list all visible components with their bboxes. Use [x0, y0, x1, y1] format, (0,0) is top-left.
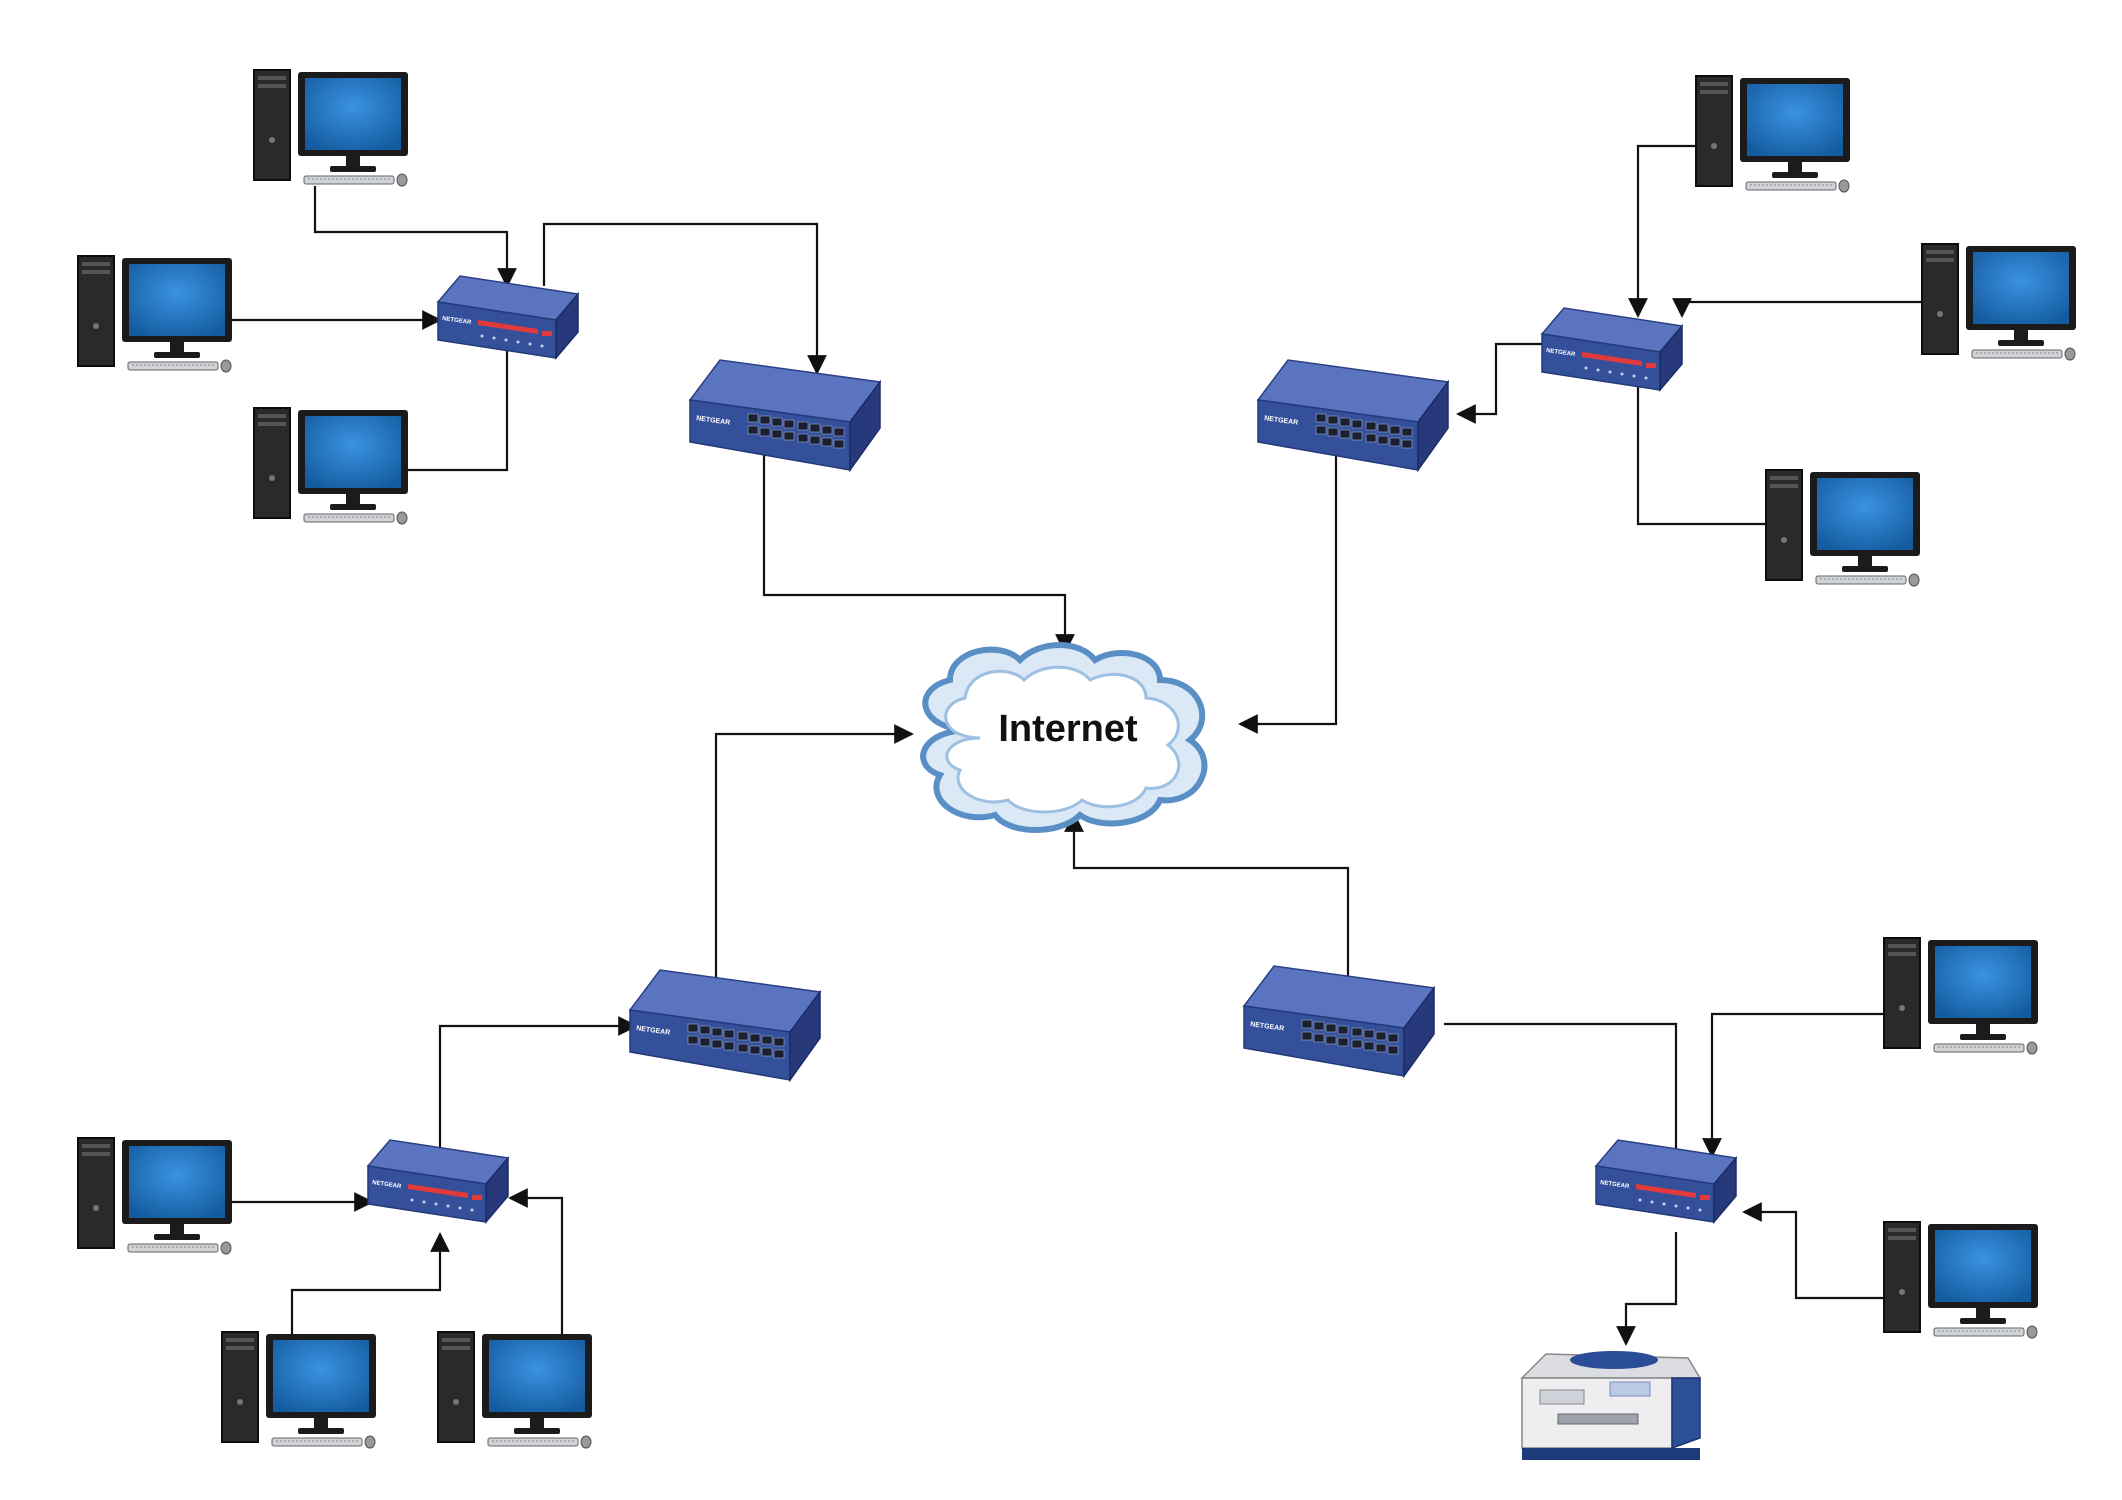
link-switch-br-router [1444, 1022, 1678, 1150]
link-pc-tr3-router [1628, 362, 1780, 526]
switch-bottom-right[interactable] [1243, 965, 1435, 1077]
pc-bottom-right-2[interactable] [1883, 1221, 2039, 1339]
pc-top-left-2[interactable] [77, 255, 233, 373]
link-switch-bl-cloud [714, 724, 914, 982]
link-switch-tl-cloud [762, 446, 1075, 654]
cloud-icon [920, 642, 1208, 833]
pc-top-right-1[interactable] [1695, 75, 1851, 193]
pc-bottom-right-1[interactable] [1883, 937, 2039, 1055]
link-router-pc-tl3 [374, 348, 509, 480]
link-pc-br2-router [1742, 1202, 1898, 1300]
pc-top-right-2[interactable] [1921, 243, 2077, 361]
link-pc-tr2-router [1672, 298, 1935, 318]
link-switch-br-cloud [1064, 812, 1350, 980]
printer-bottom-right[interactable] [1521, 1350, 1701, 1461]
link-switch-tr-cloud [1238, 440, 1338, 734]
link-router-switch-tl [542, 222, 827, 375]
pc-top-right-3[interactable] [1765, 469, 1921, 587]
router-top-right[interactable] [1541, 307, 1683, 391]
switch-top-right[interactable] [1257, 359, 1449, 471]
pc-bottom-left-1[interactable] [77, 1137, 233, 1255]
link-router-switch-tr [1456, 342, 1550, 424]
link-router-switch-bl [438, 1016, 638, 1150]
link-pc-tl1-router [313, 186, 517, 288]
link-pc-bl3-router [508, 1188, 564, 1344]
pc-top-left-1[interactable] [253, 69, 409, 187]
pc-bottom-left-2[interactable] [221, 1331, 377, 1449]
link-pc-bl2-router [290, 1232, 450, 1342]
pc-top-left-3[interactable] [253, 407, 409, 525]
internet-cloud[interactable]: Internet [920, 642, 1208, 833]
link-router-printer [1616, 1232, 1678, 1346]
cloud-label: Internet [998, 708, 1138, 750]
switch-bottom-left[interactable] [629, 969, 821, 1081]
pc-bottom-left-3[interactable] [437, 1331, 593, 1449]
router-bottom-right[interactable] [1595, 1139, 1737, 1223]
router-top-left[interactable] [437, 275, 579, 359]
switch-top-left[interactable] [689, 359, 881, 471]
link-pc-br1-router [1702, 1012, 1898, 1158]
connections [216, 144, 1935, 1346]
router-bottom-left[interactable] [367, 1139, 509, 1223]
link-pc-tr1-router [1628, 144, 1710, 318]
